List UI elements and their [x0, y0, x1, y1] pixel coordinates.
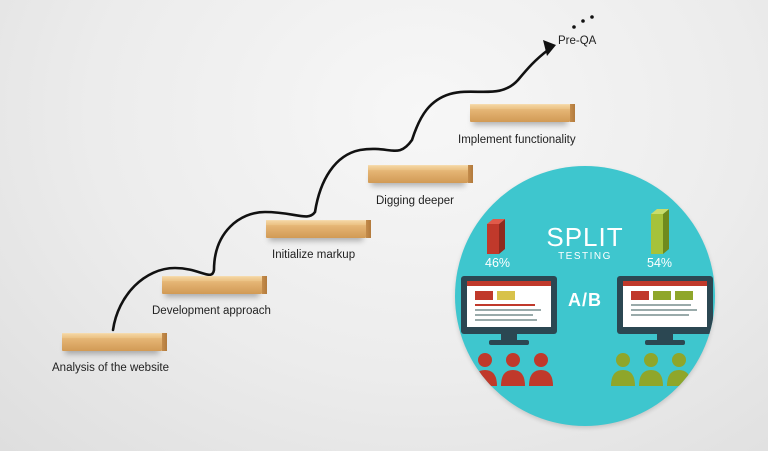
bar-icon-a	[487, 219, 505, 254]
ab-label: A/B	[568, 290, 602, 310]
trail-dot	[581, 19, 585, 23]
step-label-1: Analysis of the website	[52, 362, 169, 374]
step-label-4: Digging deeper	[376, 195, 455, 207]
trail-dot	[590, 15, 594, 19]
testing-subtitle: TESTING	[558, 251, 612, 262]
step-block-1	[62, 333, 167, 351]
trail-dot	[572, 25, 576, 29]
step-block-3	[266, 220, 371, 238]
variant-b-percent: 54%	[647, 256, 673, 270]
step-block-2	[162, 276, 267, 294]
monitor-a-icon	[461, 276, 557, 345]
split-testing-badge: SPLIT TESTING 46% 54% A/B	[455, 166, 715, 426]
step-label-3: Initialize markup	[272, 249, 356, 261]
variant-a-percent: 46%	[485, 256, 511, 270]
step-label-5: Implement functionality	[458, 134, 576, 146]
step-block-4	[368, 165, 473, 183]
users-a-icon	[473, 353, 553, 386]
monitor-b-icon	[617, 276, 713, 345]
users-b-icon	[611, 353, 691, 386]
arrow-head	[543, 40, 556, 56]
bar-icon-b	[651, 209, 669, 254]
split-title: SPLIT	[546, 222, 624, 252]
step-block-5	[470, 104, 575, 122]
step-label-2: Development approach	[152, 305, 271, 317]
goal-label: Pre-QA	[558, 35, 597, 47]
